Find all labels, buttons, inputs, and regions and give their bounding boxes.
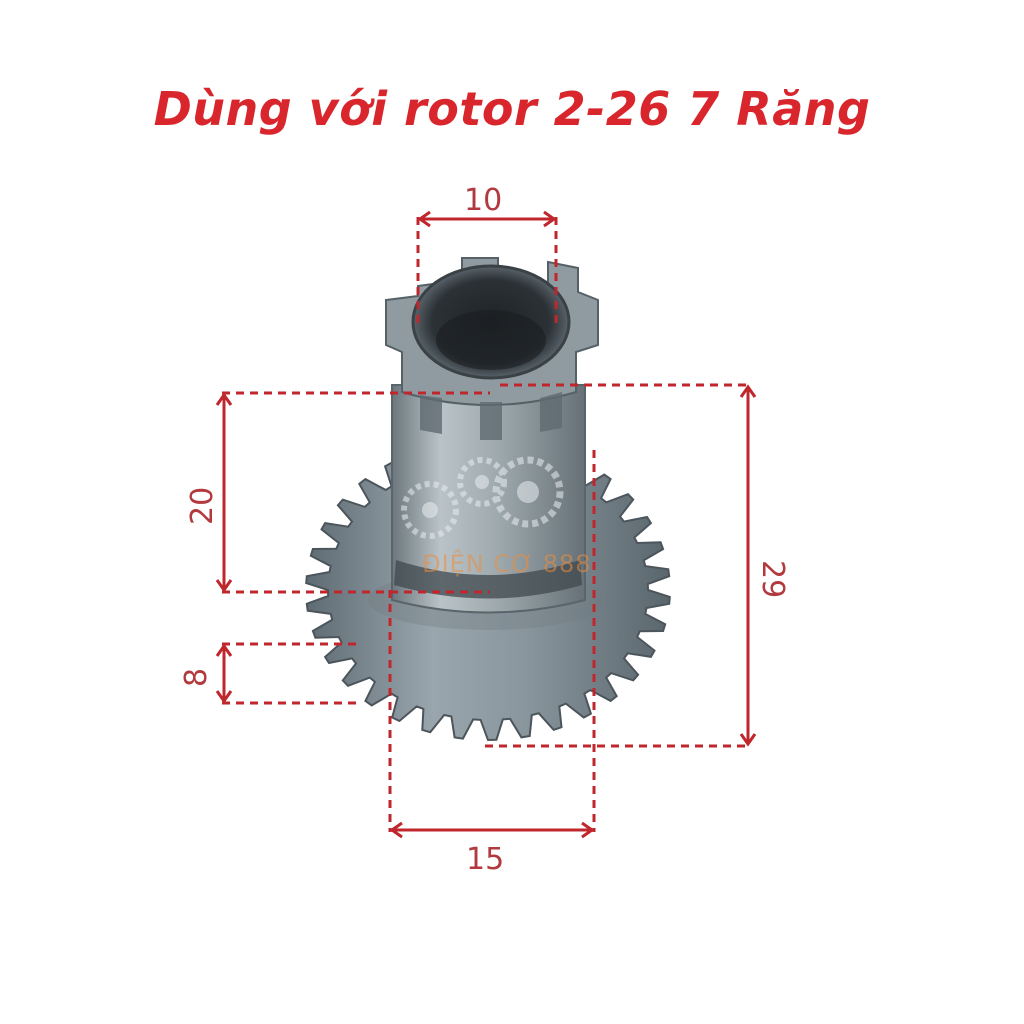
dimension-label-bottom-width: 15 (466, 842, 505, 877)
dimension-label-left-small-height: 8 (179, 667, 214, 687)
watermark-text: ĐIỆN CƠ 888 (422, 550, 592, 578)
dimension-label-right-height: 29 (755, 560, 790, 599)
dimension-lines (215, 210, 757, 839)
dimension-label-top-width: 10 (464, 183, 503, 218)
gear-sleeve (385, 257, 599, 614)
page-title: Dùng với rotor 2-26 7 Răng (153, 82, 871, 136)
gear-logo (401, 456, 564, 539)
dimension-label-left-height: 20 (185, 486, 220, 525)
